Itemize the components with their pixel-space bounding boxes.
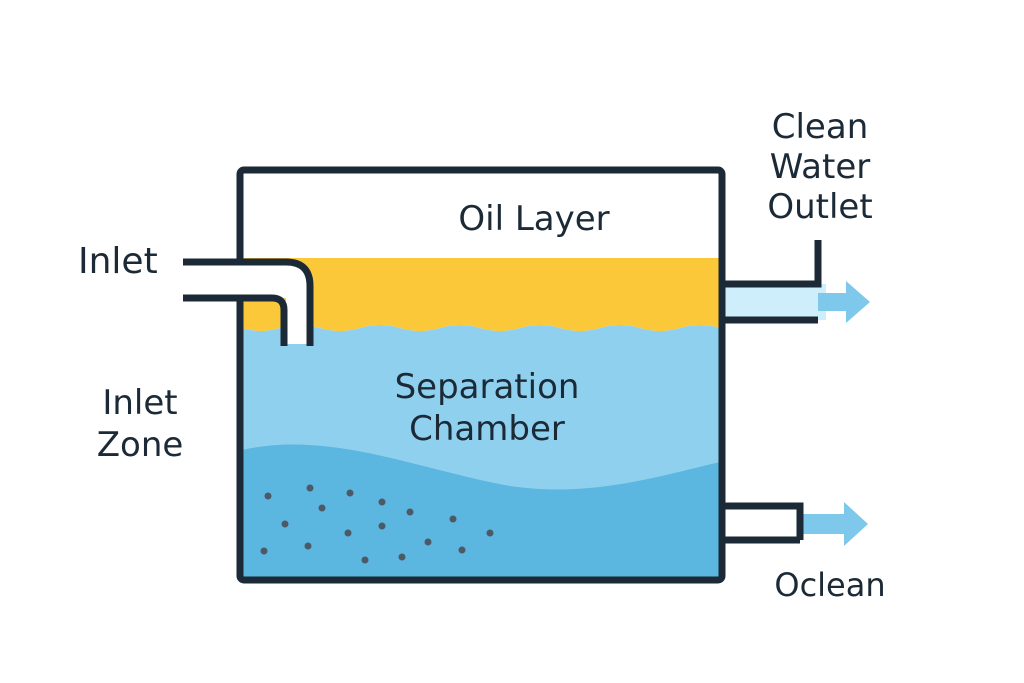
sediment-particle [346,489,354,497]
sediment-particle [264,492,272,500]
sediment-particle [449,515,457,523]
inlet-zone-label-line2: Zone [97,425,184,465]
outlet-flow [722,284,826,320]
diagram-labels: Oil Layer Inlet Inlet Zone Separation Ch… [78,107,886,604]
bottom-outlet-pipe [722,502,804,544]
sediment-particle [318,504,326,512]
sediment-particle [458,546,466,554]
separation-chamber-label-line2: Chamber [409,409,565,449]
sediment-particles [260,484,494,564]
bottom-outlet-arrow-icon [800,502,868,546]
sediment-particle [304,542,312,550]
inlet-pipe [183,258,314,346]
sediment-particle [281,520,289,528]
sediment-particle [260,547,268,555]
sediment-particle [361,556,369,564]
inlet-label: Inlet [78,241,158,282]
sediment-particle [406,508,414,516]
outlet-arrow-icon [818,281,870,323]
bottom-outlet [722,502,868,546]
tank-contents [240,170,722,580]
outlet-pipe [722,240,822,324]
sediment-particle [486,529,494,537]
clean-water-outlet-label-line2: Water [770,147,871,187]
clean-water-outlet [722,240,870,324]
oil-layer [242,258,720,331]
separation-chamber-label-line1: Separation [395,367,580,407]
tank-outline [236,166,726,584]
sediment-particle [424,538,432,546]
sediment-particle [344,529,352,537]
sediment-particle [378,498,386,506]
oil-layer-label: Oil Layer [458,199,609,239]
sediment-particle [378,522,386,530]
inlet-pipe-interior [183,262,308,344]
sediment-water [242,444,720,578]
inlet-zone-label-line1: Inlet [102,383,177,423]
bottom-outlet-label: Oclean [774,566,885,604]
clean-water-outlet-label-line3: Outlet [767,187,872,227]
inlet-pipe-walls [183,258,314,346]
sediment-particle [398,553,406,561]
sediment-particle [306,484,314,492]
clean-water-outlet-label-line1: Clean [772,107,869,147]
